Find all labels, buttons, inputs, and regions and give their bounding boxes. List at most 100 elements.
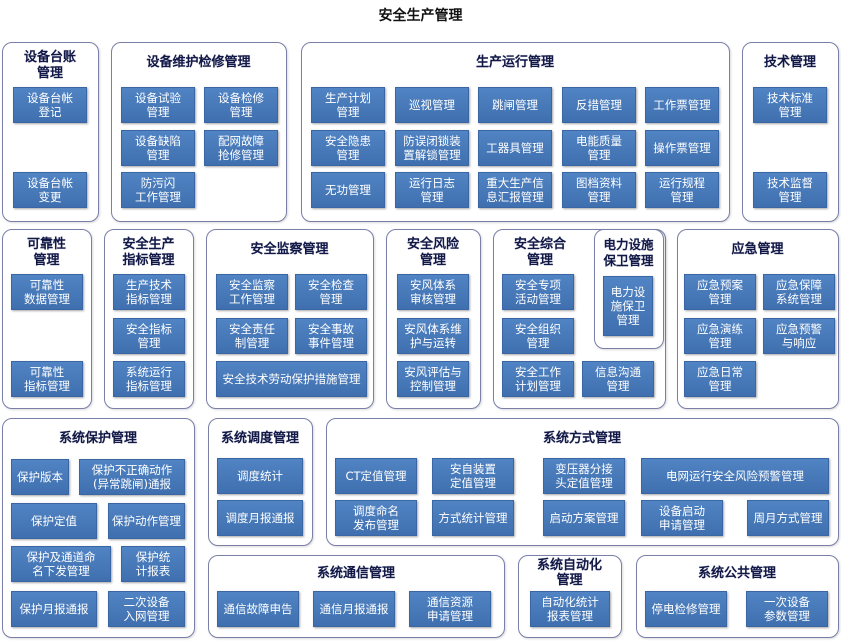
item-distribution-fault[interactable]: 配网故障 抢修管理 bbox=[204, 130, 278, 166]
item-special-activity[interactable]: 安全专项 活动管理 bbox=[502, 274, 574, 310]
item-safety-org[interactable]: 安全组织 管理 bbox=[502, 318, 574, 354]
item-supervision-work[interactable]: 安全监察 工作管理 bbox=[216, 274, 288, 310]
item-interlock[interactable]: 防误闭锁装 置解锁管理 bbox=[395, 130, 469, 166]
group-system-public: 系统公共管理 停电检修管理 一次设备 参数管理 bbox=[636, 555, 839, 638]
item-safety-check[interactable]: 安全检查 管理 bbox=[295, 274, 367, 310]
item-accident[interactable]: 安全事故 事件管理 bbox=[295, 318, 367, 354]
item-tech-standard[interactable]: 技术标准 管理 bbox=[753, 87, 827, 123]
group-system-automation: 系统自动化 管理 自动化统计 报表管理 bbox=[518, 555, 622, 638]
item-label: 方式统计管理 bbox=[438, 511, 508, 525]
item-label: 设备缺陷 管理 bbox=[135, 134, 181, 162]
item-outage-maintenance[interactable]: 停电检修管理 bbox=[645, 591, 727, 627]
item-label: 操作票管理 bbox=[653, 141, 711, 155]
item-prod-tech-index[interactable]: 生产技术 指标管理 bbox=[113, 274, 185, 310]
item-dispatch-naming[interactable]: 调度命名 发布管理 bbox=[335, 500, 417, 536]
item-label: 安全事故 事件管理 bbox=[308, 322, 354, 350]
item-reactive[interactable]: 无功管理 bbox=[311, 172, 385, 208]
item-ct-setting[interactable]: CT定值管理 bbox=[335, 458, 417, 494]
item-label: 防误闭锁装 置解锁管理 bbox=[403, 134, 461, 162]
item-comm-fault[interactable]: 通信故障申告 bbox=[217, 591, 299, 627]
item-comm-monthly[interactable]: 通信月报通报 bbox=[313, 591, 395, 627]
item-reliability-index[interactable]: 可靠性 指标管理 bbox=[11, 361, 83, 397]
item-label: 设备台帐 登记 bbox=[27, 91, 73, 119]
item-transformer-tap[interactable]: 变压器分接 头定值管理 bbox=[543, 458, 625, 494]
item-risk-maintain[interactable]: 安风体系维 护与运转 bbox=[397, 318, 469, 354]
item-work-ticket[interactable]: 工作票管理 bbox=[645, 87, 719, 123]
item-label: 工作票管理 bbox=[653, 98, 711, 112]
item-protection-setting[interactable]: 保护定值 bbox=[11, 503, 97, 539]
item-patrol[interactable]: 巡视管理 bbox=[395, 87, 469, 123]
group-equipment-maintenance: 设备维护检修管理 设备试验 管理 设备检修 管理 设备缺陷 管理 配网故障 抢修… bbox=[111, 42, 287, 222]
item-grid-risk-warning[interactable]: 电网运行安全风险预警管理 bbox=[641, 458, 829, 494]
item-emergency-support[interactable]: 应急保障 系统管理 bbox=[763, 274, 835, 310]
item-emergency-daily[interactable]: 应急日常 管理 bbox=[684, 361, 756, 397]
item-channel-naming[interactable]: 保护及通道命 名下发管理 bbox=[11, 546, 111, 582]
item-emergency-drill[interactable]: 应急演练 管理 bbox=[684, 318, 756, 354]
item-label: 通信故障申告 bbox=[223, 602, 293, 616]
item-responsibility[interactable]: 安全责任 制管理 bbox=[216, 318, 288, 354]
item-safety-device-setting[interactable]: 安自装置 定值管理 bbox=[432, 458, 514, 494]
item-op-rules[interactable]: 运行规程 管理 bbox=[645, 172, 719, 208]
item-comm-resource[interactable]: 通信资源 申请管理 bbox=[409, 591, 491, 627]
item-label: 应急预案 管理 bbox=[697, 278, 743, 306]
item-label: 工器具管理 bbox=[486, 141, 544, 155]
item-tech-supervision[interactable]: 技术监督 管理 bbox=[753, 172, 827, 208]
item-startup-plan[interactable]: 启动方案管理 bbox=[543, 500, 625, 536]
item-prod-plan[interactable]: 生产计划 管理 bbox=[311, 87, 385, 123]
item-sys-op-index[interactable]: 系统运行 指标管理 bbox=[113, 361, 185, 397]
item-incorrect-action[interactable]: 保护不正确动作 (异常跳闸)通报 bbox=[79, 459, 185, 495]
item-equipment-defect[interactable]: 设备缺陷 管理 bbox=[121, 130, 195, 166]
item-label: 反措管理 bbox=[576, 98, 622, 112]
item-emergency-plan[interactable]: 应急预案 管理 bbox=[684, 274, 756, 310]
item-drawings[interactable]: 图档资料 管理 bbox=[562, 172, 636, 208]
item-protection-action[interactable]: 保护动作管理 bbox=[108, 503, 185, 539]
item-countermeasure[interactable]: 反措管理 bbox=[562, 87, 636, 123]
item-label: CT定值管理 bbox=[345, 469, 407, 483]
item-label: 自动化统计 报表管理 bbox=[541, 595, 599, 623]
item-label: 调度命名 发布管理 bbox=[353, 504, 399, 532]
item-tools[interactable]: 工器具管理 bbox=[478, 130, 552, 166]
item-power-quality[interactable]: 电能质量 管理 bbox=[562, 130, 636, 166]
item-secondary-equipment[interactable]: 二次设备 入网管理 bbox=[108, 591, 185, 627]
item-dispatch-monthly[interactable]: 调度月报通报 bbox=[217, 500, 303, 536]
group-title: 电力设施 保卫管理 bbox=[603, 237, 654, 268]
item-primary-equipment-params[interactable]: 一次设备 参数管理 bbox=[746, 591, 828, 627]
item-equipment-startup[interactable]: 设备启动 申请管理 bbox=[641, 500, 723, 536]
item-protection-monthly[interactable]: 保护月报通报 bbox=[11, 591, 97, 627]
item-info-communication[interactable]: 信息沟通 管理 bbox=[582, 361, 654, 397]
item-protection-stats[interactable]: 保护统 计报表 bbox=[121, 546, 185, 582]
item-label: 应急预警 与响应 bbox=[776, 322, 822, 350]
item-mode-stats[interactable]: 方式统计管理 bbox=[432, 500, 514, 536]
item-trip[interactable]: 跳闸管理 bbox=[478, 87, 552, 123]
item-label: 设备台帐 变更 bbox=[27, 176, 73, 204]
item-emergency-warning[interactable]: 应急预警 与响应 bbox=[763, 318, 835, 354]
item-dispatch-stats[interactable]: 调度统计 bbox=[217, 458, 303, 494]
item-safety-plan[interactable]: 安全工作 计划管理 bbox=[502, 361, 574, 397]
group-title: 系统通信管理 bbox=[316, 566, 395, 581]
item-protection-version[interactable]: 保护版本 bbox=[11, 459, 69, 495]
item-safety-index[interactable]: 安全指标 管理 bbox=[113, 318, 185, 354]
group-title: 技术管理 bbox=[763, 55, 816, 70]
item-risk-audit[interactable]: 安风体系 审核管理 bbox=[397, 274, 469, 310]
group-title: 系统保护管理 bbox=[58, 431, 137, 446]
item-equipment-overhaul[interactable]: 设备检修 管理 bbox=[204, 87, 278, 123]
item-ledger-change[interactable]: 设备台帐 变更 bbox=[13, 172, 87, 208]
item-antipollution[interactable]: 防污闪 工作管理 bbox=[121, 172, 195, 208]
item-label: 设备检修 管理 bbox=[218, 91, 264, 119]
item-label: 电力设 施保卫 管理 bbox=[610, 285, 646, 327]
item-weekly-monthly-mode[interactable]: 周月方式管理 bbox=[747, 500, 829, 536]
item-operation-ticket[interactable]: 操作票管理 bbox=[645, 130, 719, 166]
item-automation-report[interactable]: 自动化统计 报表管理 bbox=[530, 591, 610, 627]
item-op-log[interactable]: 运行日志 管理 bbox=[395, 172, 469, 208]
item-reliability-data[interactable]: 可靠性 数据管理 bbox=[11, 274, 83, 310]
item-hazard[interactable]: 安全隐患 管理 bbox=[311, 130, 385, 166]
item-ledger-register[interactable]: 设备台帐 登记 bbox=[13, 87, 87, 123]
item-risk-assess[interactable]: 安风评估与 控制管理 bbox=[397, 361, 469, 397]
item-major-report[interactable]: 重大生产信 息汇报管理 bbox=[478, 172, 552, 208]
item-labor-protection[interactable]: 安全技术劳动保护措施管理 bbox=[216, 361, 367, 397]
item-label: 可靠性 指标管理 bbox=[24, 365, 70, 393]
item-label: 运行日志 管理 bbox=[409, 176, 455, 204]
item-equipment-test[interactable]: 设备试验 管理 bbox=[121, 87, 195, 123]
item-label: 通信月报通报 bbox=[319, 602, 389, 616]
item-facility-protection[interactable]: 电力设 施保卫 管理 bbox=[603, 276, 653, 336]
